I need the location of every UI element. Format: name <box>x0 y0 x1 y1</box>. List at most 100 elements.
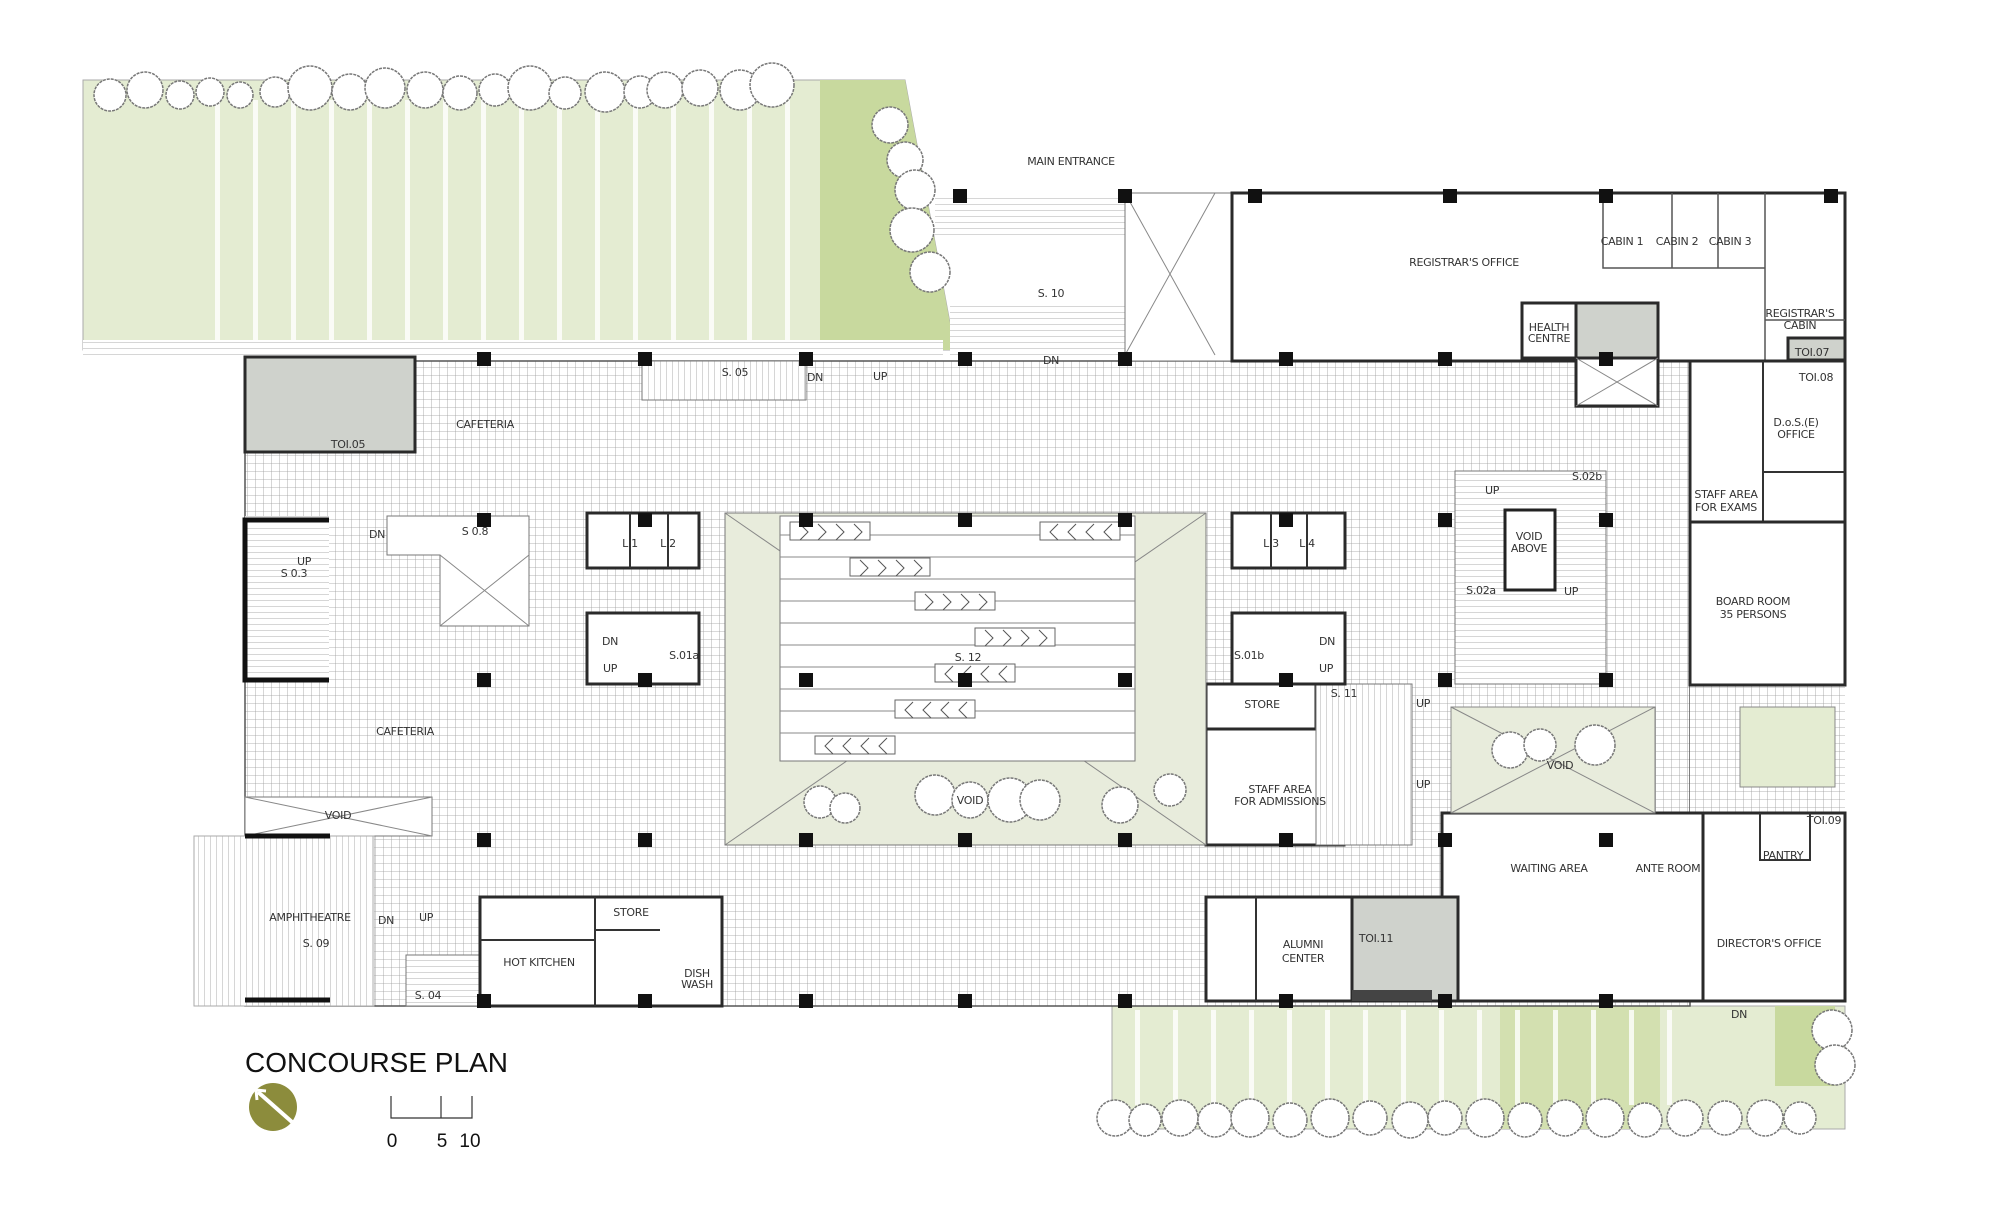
tree-icon <box>681 69 719 107</box>
label-void-east: VOID <box>1547 759 1574 772</box>
tree-icon <box>1574 724 1616 766</box>
label-s01b-dn: DN <box>1319 635 1335 648</box>
label-void-west: VOID <box>325 809 352 822</box>
lawn-stripe <box>1325 1010 1330 1105</box>
chevron-ramp <box>814 735 896 755</box>
lawn-stripe <box>595 100 600 345</box>
column <box>1118 513 1132 527</box>
stair-s02 <box>1454 470 1607 685</box>
label-board-room: 35 PERSONS <box>1720 608 1787 621</box>
tree-icon <box>406 71 444 109</box>
lawn-stripe <box>1211 1010 1216 1105</box>
lawn-stripe <box>633 100 638 345</box>
label-waiting-area: WAITING AREA <box>1510 862 1588 875</box>
label-s01a: S.01a <box>669 649 699 662</box>
label-l4: L 4 <box>1299 537 1315 550</box>
column <box>1279 513 1293 527</box>
column <box>1824 189 1838 203</box>
label-alumni-center: ALUMNI <box>1283 938 1323 951</box>
column <box>1599 189 1613 203</box>
label-s08: S 0.8 <box>462 525 489 538</box>
label-registrars-cabin: REGISTRAR'S <box>1765 307 1834 320</box>
column <box>1118 189 1132 203</box>
label-s05-up: UP <box>873 370 888 383</box>
label-dos-office: OFFICE <box>1777 428 1815 441</box>
label-toi05: TOI.05 <box>330 438 366 451</box>
tree-icon <box>331 73 369 111</box>
column <box>1599 833 1613 847</box>
label-dish-wash: DISH <box>684 967 710 980</box>
tree-icon <box>871 106 909 144</box>
column <box>953 189 967 203</box>
lawn-stripe <box>1173 1010 1178 1105</box>
tree-icon <box>1707 1100 1743 1136</box>
label-alumni-center: CENTER <box>1282 952 1325 965</box>
tree-icon <box>1427 1100 1463 1136</box>
tree-icon <box>1391 1101 1429 1139</box>
label-s03-up: UP <box>297 555 312 568</box>
column <box>1279 994 1293 1008</box>
column <box>638 994 652 1008</box>
chevron-ramp <box>974 627 1056 647</box>
lawn-stripe <box>747 100 752 345</box>
column <box>1279 833 1293 847</box>
column <box>638 833 652 847</box>
label-s02b: S.02b <box>1572 470 1602 483</box>
chevron-ramp <box>914 591 996 611</box>
tree-icon <box>1310 1098 1350 1138</box>
trees <box>93 62 1856 1139</box>
lawn-stripe <box>329 100 334 345</box>
lawn-stripe <box>519 100 524 345</box>
chevron-ramp <box>1039 521 1121 541</box>
tree-icon <box>894 169 936 211</box>
chevron-ramp <box>934 663 1016 683</box>
tree-icon <box>1096 1099 1134 1137</box>
label-toi09: TOI.09 <box>1806 814 1842 827</box>
column <box>1438 352 1452 366</box>
lawn-stripe <box>291 100 296 345</box>
chevron-ramp <box>849 557 931 577</box>
label-s01a-up: UP <box>603 662 618 675</box>
tree-icon <box>226 81 254 109</box>
tree-icon <box>259 76 291 108</box>
tree-icon <box>195 77 225 107</box>
label-registrars-office: REGISTRAR'S OFFICE <box>1409 256 1519 269</box>
label-s01a-dn: DN <box>602 635 618 648</box>
column <box>477 673 491 687</box>
lawn-stripe <box>481 100 486 345</box>
label-hot-kitchen: HOT KITCHEN <box>503 956 575 969</box>
lawn-stripe <box>405 100 410 345</box>
column <box>1438 673 1452 687</box>
tree-icon <box>1101 786 1139 824</box>
lawn-stripe <box>1515 1010 1520 1105</box>
scale-bar: 0 5 10 <box>387 1096 481 1152</box>
column <box>1599 673 1613 687</box>
label-staff-area-admissions: FOR ADMISSIONS <box>1234 795 1326 808</box>
label-staff-area-exams: FOR EXAMS <box>1695 501 1757 514</box>
column <box>1599 352 1613 366</box>
label-registrars-cabin: CABIN <box>1784 319 1817 332</box>
label-s02a-up: UP <box>1564 585 1579 598</box>
column <box>1118 673 1132 687</box>
lawn-stripe <box>709 100 714 345</box>
tree-icon <box>1272 1102 1308 1138</box>
tree-icon <box>1814 1044 1856 1086</box>
tree-icon <box>1128 1103 1162 1137</box>
column <box>1279 673 1293 687</box>
lawn-stripe <box>557 100 562 345</box>
column <box>1438 994 1452 1008</box>
lawn-stripe <box>1287 1010 1292 1105</box>
column <box>1438 833 1452 847</box>
tree-icon <box>507 65 553 111</box>
main-entrance-stair-s10 <box>83 192 1233 362</box>
tree-icon <box>1491 731 1529 769</box>
label-s08-dn: DN <box>369 528 385 541</box>
tree-icon <box>1666 1099 1704 1137</box>
column <box>638 513 652 527</box>
label-s09: S. 09 <box>303 937 330 950</box>
label-ante-room: ANTE ROOM <box>1636 862 1701 875</box>
column <box>799 352 813 366</box>
column <box>477 994 491 1008</box>
label-s05-dn: DN <box>807 371 823 384</box>
